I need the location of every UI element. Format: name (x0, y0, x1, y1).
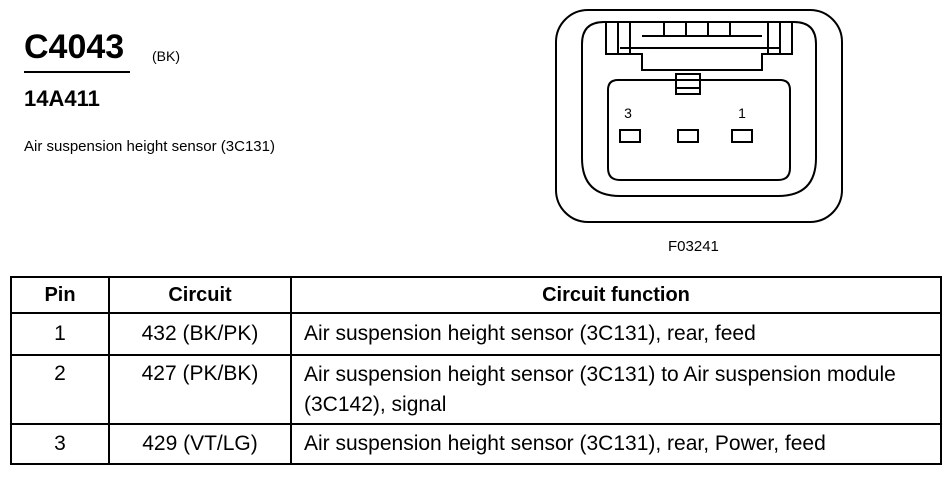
pin-cavity-1 (731, 129, 753, 143)
table-row: 1 432 (BK/PK) Air suspension height sens… (10, 312, 942, 356)
connector-id-underline (24, 71, 130, 73)
function-cell: Air suspension height sensor (3C131) to … (290, 354, 942, 425)
latch-frame (605, 22, 793, 71)
pin-cell: 3 (10, 423, 110, 465)
pin-label-1: 1 (738, 105, 746, 121)
figure-id: F03241 (668, 238, 719, 255)
circuit-cell: 429 (VT/LG) (108, 423, 292, 465)
pin-cavity-2 (677, 129, 699, 143)
circuit-cell: 432 (BK/PK) (108, 312, 292, 356)
connector-color: (BK) (152, 48, 180, 64)
connector-inner-housing (581, 21, 817, 197)
connector-outer-housing (555, 9, 843, 223)
connector-description: Air suspension height sensor (3C131) (24, 138, 275, 155)
pin-cavity-3 (619, 129, 641, 143)
part-number: 14A411 (24, 86, 100, 111)
pin-label-3: 3 (624, 105, 632, 121)
pin-cell: 2 (10, 354, 110, 425)
mating-face (607, 79, 791, 181)
column-header-circuit: Circuit (108, 276, 292, 314)
pin-table: Pin Circuit Circuit function 1 432 (BK/P… (10, 276, 942, 465)
table-header-row: Pin Circuit Circuit function (10, 276, 942, 314)
connector-id: C4043 (24, 28, 125, 66)
polarizing-key (675, 73, 701, 95)
function-cell: Air suspension height sensor (3C131), re… (290, 423, 942, 465)
connector-face-diagram: 3 1 (555, 9, 843, 223)
table-row: 2 427 (PK/BK) Air suspension height sens… (10, 354, 942, 425)
column-header-function: Circuit function (290, 276, 942, 314)
column-header-pin: Pin (10, 276, 110, 314)
table-row: 3 429 (VT/LG) Air suspension height sens… (10, 423, 942, 465)
circuit-cell: 427 (PK/BK) (108, 354, 292, 425)
pin-cell: 1 (10, 312, 110, 356)
function-cell: Air suspension height sensor (3C131), re… (290, 312, 942, 356)
